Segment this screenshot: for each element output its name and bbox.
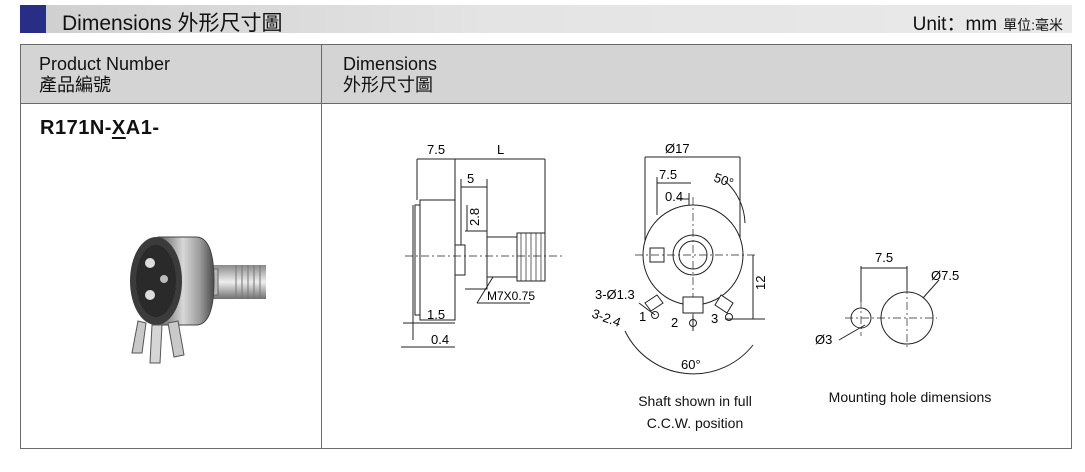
- product-number-header-en: Product Number: [39, 54, 171, 74]
- side-thread-label: M7X0.75: [487, 289, 535, 303]
- mount-dia-3: Ø3: [815, 332, 832, 347]
- product-photo: [130, 236, 266, 364]
- front-holes-label: 3-Ø1.3: [595, 287, 635, 302]
- banner-accent-block: [20, 5, 46, 33]
- product-number-suffix: A1-: [125, 117, 160, 139]
- mounting-hole-drawing: 7.5 Ø7.5 Ø3: [815, 250, 959, 350]
- front-dia-17: Ø17: [665, 141, 690, 156]
- unit-label: Unit：mm 單位:毫米: [913, 9, 1063, 36]
- product-number-prefix: R171N-: [40, 117, 112, 139]
- product-number-header-cn: 產品編號: [39, 75, 111, 95]
- dimensions-header: Dimensions 外形尺寸圖: [343, 54, 437, 96]
- side-dim-l: L: [497, 142, 504, 157]
- pin-1-label: 1: [639, 309, 646, 324]
- side-dim-7-5: 7.5: [427, 142, 445, 157]
- front-angle-50: 50°: [712, 170, 736, 191]
- front-dim-12: 12: [753, 276, 768, 290]
- section-banner: [20, 5, 1072, 33]
- side-dim-5: 5: [467, 171, 474, 186]
- pin-3-label: 3: [711, 311, 718, 326]
- front-caption-line-2: C.C.W. position: [646, 415, 744, 431]
- product-number-header: Product Number 產品編號: [39, 54, 170, 96]
- side-dim-1-5: 1.5: [427, 307, 445, 322]
- pin-2-label: 2: [671, 315, 678, 330]
- front-angle-60: 60°: [681, 357, 701, 372]
- table-header-row: Product Number 產品編號 Dimensions 外形尺寸圖: [21, 45, 1071, 104]
- front-terminals-label: 3-2.4: [590, 306, 623, 330]
- side-dim-2-8: 2.8: [467, 208, 482, 226]
- front-dim-0-4: 0.4: [665, 189, 683, 204]
- front-view-drawing: Ø17 7.5 50° 0.4 3-Ø1.3 3-2.4 1 2 3 12 60…: [590, 141, 768, 375]
- unit-en: Unit：mm: [912, 14, 998, 35]
- front-caption-line-1: Shaft shown in full: [638, 393, 752, 409]
- side-view-drawing: 7.5 L 5 2.8 M7X0.75 1.5 0.4: [401, 142, 565, 348]
- front-dim-7-5: 7.5: [659, 167, 677, 182]
- side-dim-0-4: 0.4: [431, 332, 449, 347]
- mount-dia-7-5: Ø7.5: [931, 268, 959, 283]
- product-number: R171N-XA1-: [40, 117, 160, 140]
- unit-cn: 單位:毫米: [1003, 17, 1063, 33]
- column-divider: [321, 45, 322, 448]
- section-title: Dimensions 外形尺寸圖: [62, 12, 283, 35]
- dimensions-header-cn: 外形尺寸圖: [343, 75, 433, 95]
- product-number-variable: X: [111, 117, 126, 139]
- mounting-caption: Mounting hole dimensions: [810, 386, 1010, 408]
- mount-dim-7-5: 7.5: [875, 250, 893, 265]
- dimensions-table: Product Number 產品編號 Dimensions 外形尺寸圖 R17…: [20, 44, 1072, 449]
- mounting-caption-text: Mounting hole dimensions: [828, 389, 992, 405]
- dimensions-header-en: Dimensions: [343, 54, 438, 74]
- front-view-caption: Shaft shown in full C.C.W. position: [610, 390, 780, 434]
